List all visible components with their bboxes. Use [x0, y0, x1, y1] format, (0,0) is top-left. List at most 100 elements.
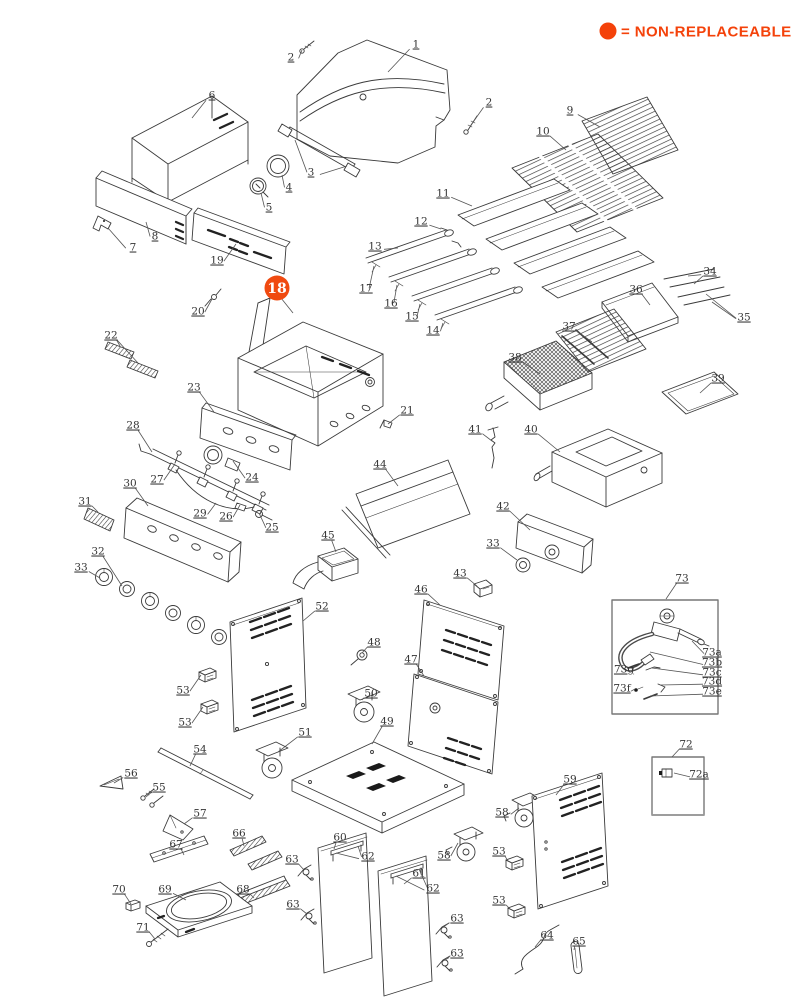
part-label-23: 23 [187, 382, 215, 413]
svg-text:25: 25 [265, 522, 278, 534]
svg-text:31: 31 [78, 496, 91, 508]
part-label-3: 3 [294, 139, 348, 179]
part-label-13: 13 [368, 241, 399, 253]
svg-text:50: 50 [364, 688, 377, 700]
part-41-electrode-drawing [487, 426, 499, 469]
part-label-29: 29 [193, 502, 217, 520]
part-label-63: 63 [442, 948, 464, 962]
svg-text:37: 37 [562, 321, 575, 333]
svg-text:45: 45 [321, 530, 334, 542]
part-70-clip-drawing [125, 899, 141, 912]
part-label-38: 38 [508, 352, 541, 375]
part-2-screw-left [299, 40, 315, 54]
svg-text:49: 49 [380, 716, 393, 728]
part-label-58: 58 [437, 842, 459, 862]
part-label-41: 41 [468, 424, 493, 442]
part-19-rear-panel-drawing [191, 207, 291, 275]
svg-text:38: 38 [508, 352, 521, 364]
svg-text:5: 5 [266, 202, 273, 214]
part-label-40: 40 [524, 424, 561, 453]
svg-text:73c: 73c [702, 667, 721, 679]
part-label-51: 51 [277, 727, 312, 753]
svg-text:59: 59 [563, 774, 576, 786]
svg-text:4: 4 [286, 182, 293, 194]
svg-text:43: 43 [453, 568, 466, 580]
svg-text:2: 2 [486, 97, 493, 109]
part-44-grease-tray-drawing [341, 459, 471, 559]
part-label-28: 28 [126, 420, 153, 453]
part-label-30: 30 [123, 478, 149, 507]
svg-text:66: 66 [232, 828, 246, 840]
part-4-ring-drawing [266, 154, 290, 178]
svg-text:27: 27 [150, 474, 163, 486]
svg-text:44: 44 [373, 459, 387, 471]
part-label-17: 17 [359, 265, 375, 295]
part-label-55: 55 [145, 782, 166, 798]
part-label-72: 72 [671, 739, 693, 758]
svg-text:1: 1 [413, 39, 420, 51]
svg-text:7: 7 [130, 242, 137, 254]
svg-text:58: 58 [437, 850, 450, 862]
part-42-side-panel-drawing [515, 513, 594, 574]
svg-text:22: 22 [104, 330, 117, 342]
svg-text:65: 65 [572, 936, 585, 948]
part-49-cart-shelf-drawing [291, 741, 465, 834]
svg-text:53: 53 [492, 895, 505, 907]
svg-text:40: 40 [524, 424, 537, 436]
part-38-sear-burner-drawing [485, 340, 593, 412]
part-label-11: 11 [436, 188, 473, 207]
part-11-heat-plates-drawing [457, 178, 655, 299]
part-13-17-burners-drawing [365, 229, 523, 330]
part-21-hook-drawing [379, 419, 393, 429]
svg-text:28: 28 [126, 420, 139, 432]
part-5-thermometer-drawing [249, 177, 269, 198]
part-label-7: 7 [107, 227, 137, 254]
part-label-2: 2 [470, 97, 493, 126]
part-label-46: 46 [414, 584, 441, 606]
part-61-door-drawing [377, 855, 433, 997]
part-label-27: 27 [150, 463, 176, 486]
svg-text:32: 32 [91, 546, 104, 558]
part-label-73c: 73c [651, 667, 722, 679]
part-label-65: 65 [572, 936, 586, 951]
part-label-69: 69 [158, 884, 187, 901]
part-51-caster-drawing [255, 741, 289, 779]
part-3-handle-drawing [277, 123, 361, 178]
part-40-side-burner-housing-drawing [533, 428, 663, 508]
part-32-33-knobs-bezels-drawing [95, 568, 227, 645]
svg-text:33: 33 [486, 538, 499, 550]
svg-text:67: 67 [169, 839, 182, 851]
svg-text:20: 20 [191, 306, 204, 318]
part-label-1: 1 [387, 39, 420, 73]
part-33-side-knob-drawing [515, 557, 531, 573]
part-label-39: 39 [699, 373, 725, 394]
part-31-strip-drawing [83, 507, 115, 532]
part-label-9: 9 [567, 105, 601, 128]
part-label-54: 54 [189, 744, 207, 767]
part-34-rods-drawing [663, 268, 721, 288]
part-label-35: 35 [705, 293, 751, 324]
svg-text:34: 34 [703, 266, 717, 278]
svg-text:33: 33 [74, 562, 87, 574]
part-50-caster-drawing [347, 685, 381, 723]
part-label-10: 10 [536, 126, 567, 151]
part-label-60: 60 [333, 832, 347, 850]
part-label-26: 26 [219, 504, 241, 523]
part-label-33: 33 [74, 562, 101, 579]
legend-dot-icon [599, 22, 617, 40]
part-label-37: 37 [562, 321, 593, 343]
part-label-63: 63 [441, 913, 464, 929]
svg-text:21: 21 [400, 405, 413, 417]
part-label-73b: 73b [649, 651, 722, 669]
part-73-regulator-box-drawing [611, 599, 719, 715]
svg-text:64: 64 [540, 930, 554, 942]
part-label-22: 22 [104, 330, 139, 364]
svg-text:42: 42 [496, 501, 509, 513]
part-52-side-panel-drawing [229, 597, 307, 733]
svg-text:70: 70 [112, 884, 125, 896]
svg-text:63: 63 [285, 854, 298, 866]
legend: = NON-REPLACEABLE [599, 22, 791, 41]
svg-text:54: 54 [193, 744, 207, 756]
